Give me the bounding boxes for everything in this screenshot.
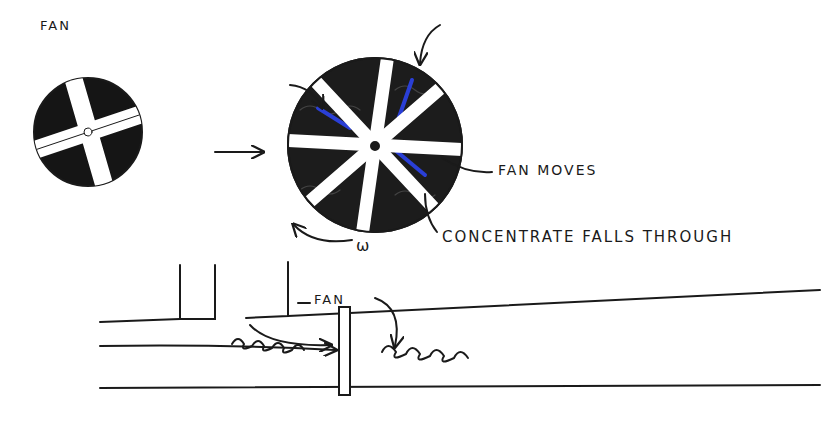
callout-label: CONCENTRATE FALLS THROUGH [442,228,733,246]
diagram-title: FAN [40,18,71,34]
rotation-symbol: ω [356,236,371,255]
callout-label: FAN MOVES [498,162,597,179]
part-label: FAN [314,292,345,308]
